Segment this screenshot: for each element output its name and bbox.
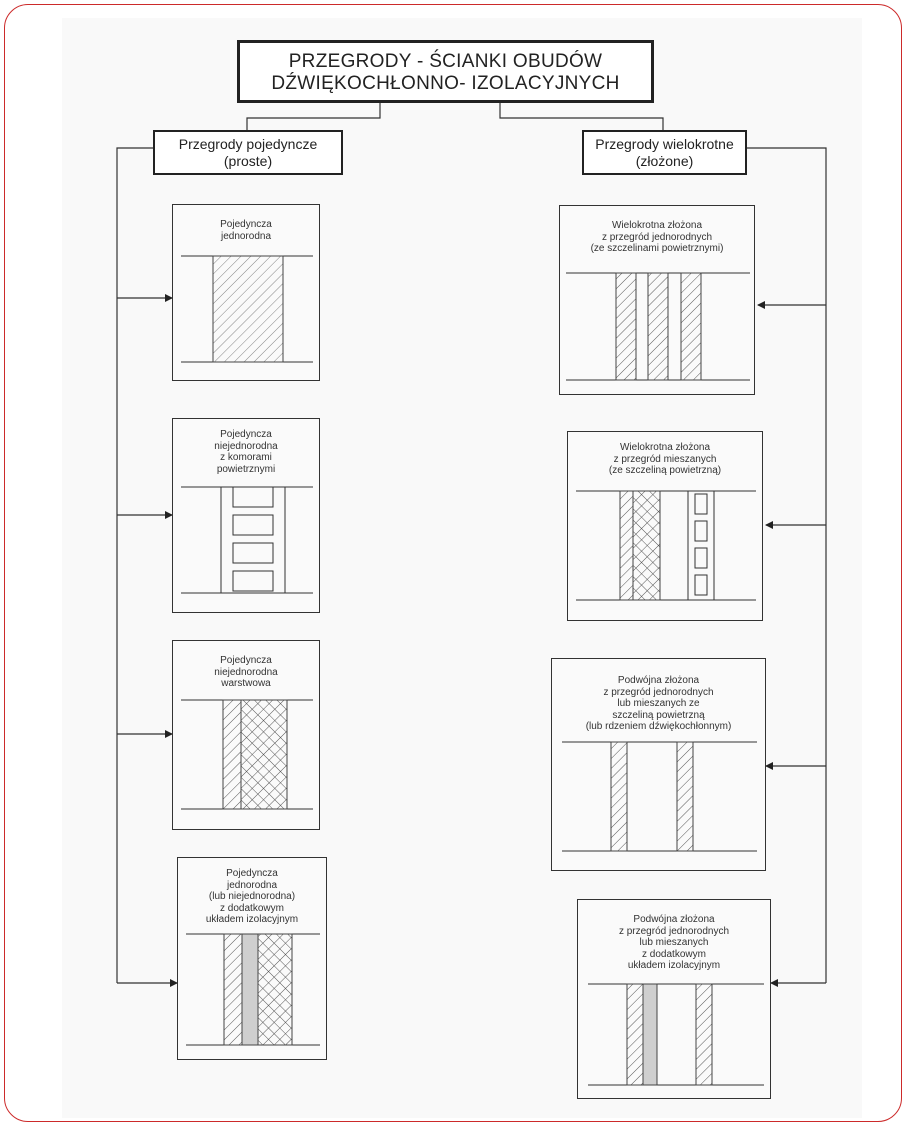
right-item-4-caption: Podwójna złożona z przegród jednorodnych… — [578, 914, 770, 972]
multiple-mixed-drawing — [576, 490, 756, 601]
caption-line: szczeliną powietrzną — [612, 709, 705, 721]
right-item-double-air-gap: Podwójna złożona z przegród jednorodnych… — [551, 658, 766, 871]
hatched-wall-layer — [695, 983, 713, 1086]
multiple-homogeneous-drawing — [566, 272, 750, 381]
left-item-1-caption: Pojedyncza jednorodna — [173, 219, 319, 242]
caption-line: niejednorodna — [214, 666, 278, 678]
double-air-gap-drawing — [562, 741, 757, 852]
hatched-wall-layer — [615, 272, 637, 381]
right-item-multiple-mixed: Wielokrotna złożona z przegród mieszanyc… — [567, 431, 763, 621]
left-item-4-caption: Pojedyncza jednorodna (lub niejednorodna… — [178, 868, 326, 926]
left-header-line-2: (proste) — [223, 153, 273, 169]
caption-line: niejednorodna — [214, 440, 278, 452]
homogeneous-wall-drawing — [181, 255, 313, 363]
caption-line: (ze szczeliną powietrzną) — [608, 465, 722, 476]
right-item-multiple-homogeneous: Wielokrotna złożona z przegród jednorodn… — [559, 205, 755, 395]
caption-line: Pojedyncza — [226, 868, 278, 879]
left-item-3-caption: Pojedyncza niejednorodna warstwowa — [173, 655, 319, 690]
caption-line: Podwójna złożona — [633, 914, 715, 925]
caption-line: Pojedyncza — [220, 219, 272, 230]
caption-line: z dodatkowym — [642, 948, 706, 960]
hatched-wall-layer — [222, 699, 242, 810]
right-category-header: Przegrody wielokrotne (złożone) — [582, 130, 747, 175]
caption-line: z przegród jednorodnych — [603, 686, 714, 698]
diagram-title: PRZEGRODY - ŚCIANKI OBUDÓW DŹWIĘKOCHŁONN… — [237, 40, 654, 103]
air-chamber-wall-drawing — [181, 486, 313, 594]
right-header-line-1: Przegrody wielokrotne — [595, 136, 734, 152]
caption-line: układem izolacyjnym — [205, 914, 299, 925]
caption-line: (lub niejednorodna) — [208, 891, 296, 902]
air-chamber — [694, 520, 708, 542]
caption-line: Pojedyncza — [220, 429, 272, 440]
double-insulation-drawing — [588, 983, 764, 1086]
air-chamber — [232, 542, 274, 564]
air-chamber — [232, 486, 274, 508]
caption-line: układem izolacyjnym — [627, 960, 721, 971]
crosshatched-wall-layer — [257, 933, 293, 1046]
air-chamber — [694, 574, 708, 596]
caption-line: powietrznymi — [216, 463, 276, 475]
right-header-line-2: (złożone) — [635, 153, 694, 169]
hatched-wall-layer — [619, 490, 634, 601]
air-chamber — [694, 547, 708, 569]
crosshatched-wall-layer — [240, 699, 288, 810]
air-chamber — [232, 570, 274, 592]
hatched-wall-layer — [680, 272, 702, 381]
left-item-air-chambers: Pojedyncza niejednorodna z komorami powi… — [172, 418, 320, 613]
right-item-double-insulation: Podwójna złożona z przegród jednorodnych… — [577, 899, 771, 1099]
insulated-wall-drawing — [186, 933, 320, 1046]
hatched-wall-layer — [610, 741, 628, 852]
caption-line: Wielokrotna złożona — [619, 442, 711, 453]
caption-line: (lub rdzeniem dźwiękochłonnym) — [585, 721, 732, 732]
caption-line: warstwowa — [221, 678, 271, 689]
caption-line: (ze szczelinami powietrznymi) — [590, 243, 724, 254]
left-item-2-caption: Pojedyncza niejednorodna z komorami powi… — [173, 429, 319, 475]
layered-wall-drawing — [181, 699, 313, 810]
hatched-wall-layer — [676, 741, 694, 852]
right-item-2-caption: Wielokrotna złożona z przegród mieszanyc… — [568, 442, 762, 477]
air-chamber — [694, 493, 708, 515]
left-item-additional-insulation: Pojedyncza jednorodna (lub niejednorodna… — [177, 857, 327, 1060]
caption-line: Pojedyncza — [220, 655, 272, 666]
left-category-header: Przegrody pojedyncze (proste) — [153, 130, 343, 175]
right-item-3-caption: Podwójna złożona z przegród jednorodnych… — [552, 675, 765, 733]
caption-line: jednorodna — [220, 230, 272, 242]
air-chamber — [232, 514, 274, 536]
caption-line: Wielokrotna złożona — [611, 220, 703, 231]
caption-line: z dodatkowym — [220, 902, 284, 914]
hatched-wall-layer — [626, 983, 644, 1086]
hatched-wall-layer — [223, 933, 243, 1046]
caption-line: z komorami — [220, 452, 272, 463]
crosshatched-wall-layer — [632, 490, 661, 601]
caption-line: z przegród jednorodnych — [618, 925, 730, 937]
insulation-layer — [642, 983, 658, 1086]
caption-line: lub mieszanych — [639, 937, 709, 948]
left-header-line-1: Przegrody pojedyncze — [178, 136, 318, 152]
caption-line: z przegród jednorodnych — [601, 231, 713, 243]
caption-line: Podwójna złożona — [617, 675, 700, 686]
hatched-wall-layer — [647, 272, 669, 381]
left-item-single-homogeneous: Pojedyncza jednorodna — [172, 204, 320, 381]
title-line-1: PRZEGRODY - ŚCIANKI OBUDÓW — [288, 51, 603, 72]
right-item-1-caption: Wielokrotna złożona z przegród jednorodn… — [560, 220, 754, 255]
left-item-layered: Pojedyncza niejednorodna warstwowa — [172, 640, 320, 830]
title-line-2: DŹWIĘKOCHŁONNO- IZOLACYJNYCH — [271, 73, 620, 94]
insulation-layer — [241, 933, 259, 1046]
caption-line: lub mieszanych ze — [617, 698, 700, 709]
caption-line: jednorodna — [226, 879, 278, 891]
caption-line: z przegród mieszanych — [613, 453, 717, 465]
hatched-wall-layer — [212, 255, 284, 363]
